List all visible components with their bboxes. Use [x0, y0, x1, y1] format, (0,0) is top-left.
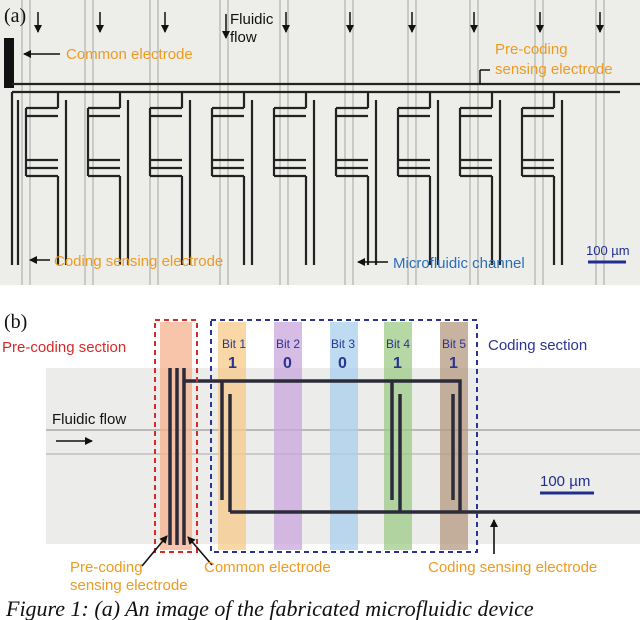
precoding-label-b-line1: Pre-coding — [70, 559, 143, 576]
panel-a-electrodes — [10, 82, 640, 267]
coding-sensing-label-b: Coding sensing electrode — [428, 559, 597, 576]
bit-4-value: 1 — [393, 355, 402, 372]
common-electrode-arrow-b — [187, 536, 213, 566]
coding-section-box — [210, 319, 478, 553]
fluidic-flow-label-a-line1: Fluidic — [230, 11, 274, 28]
bit-2-value: 0 — [283, 355, 292, 372]
panel-a: (a) Fluidic flow Common electrode Pre-co… — [0, 0, 640, 285]
panel-a-tag: (a) — [4, 5, 26, 27]
common-electrode-pad — [4, 38, 14, 88]
bit-3-label: Bit 3 — [331, 337, 355, 351]
coding-sensing-label-a: Coding sensing electrode — [54, 253, 223, 270]
precoding-arrow-b — [141, 535, 168, 567]
precoding-label-a-line1: Pre-coding — [495, 41, 568, 58]
bit-4-label: Bit 4 — [386, 337, 410, 351]
fluidic-flow-label-a-line2: flow — [230, 29, 257, 46]
precoding-section-box — [154, 319, 198, 553]
bit-3-value: 0 — [338, 355, 347, 372]
precoding-label-a-line2: sensing electrode — [495, 61, 613, 78]
coding-section-label: Coding section — [488, 337, 587, 354]
panel-a-background — [0, 0, 640, 285]
bit-1-value: 1 — [228, 355, 237, 372]
scale-label-b: 100 µm — [540, 473, 590, 490]
bit-5-value: 1 — [449, 355, 458, 372]
precoding-label-b-line2: sensing electrode — [70, 577, 188, 594]
fluidic-flow-label-b: Fluidic flow — [52, 411, 126, 428]
common-electrode-label-b: Common electrode — [204, 559, 331, 576]
flow-arrows — [34, 12, 604, 39]
bit-5-label: Bit 5 — [442, 337, 466, 351]
panel-b: (b) Pre-coding section Coding section Fl… — [0, 286, 640, 594]
figure-caption: Figure 1: (a) An image of the fabricated… — [6, 596, 534, 620]
bit-2-label: Bit 2 — [276, 337, 300, 351]
microfluidic-channel-label: Microfluidic channel — [393, 255, 525, 272]
precoding-section-label: Pre-coding section — [2, 339, 126, 356]
channel-walls — [21, 0, 605, 285]
panel-b-tag: (b) — [4, 311, 27, 333]
panel-b-electrodes — [168, 368, 640, 545]
common-electrode-label-a: Common electrode — [66, 46, 193, 63]
scale-label-a: 100 µm — [586, 243, 630, 258]
bit-1-label: Bit 1 — [222, 337, 246, 351]
